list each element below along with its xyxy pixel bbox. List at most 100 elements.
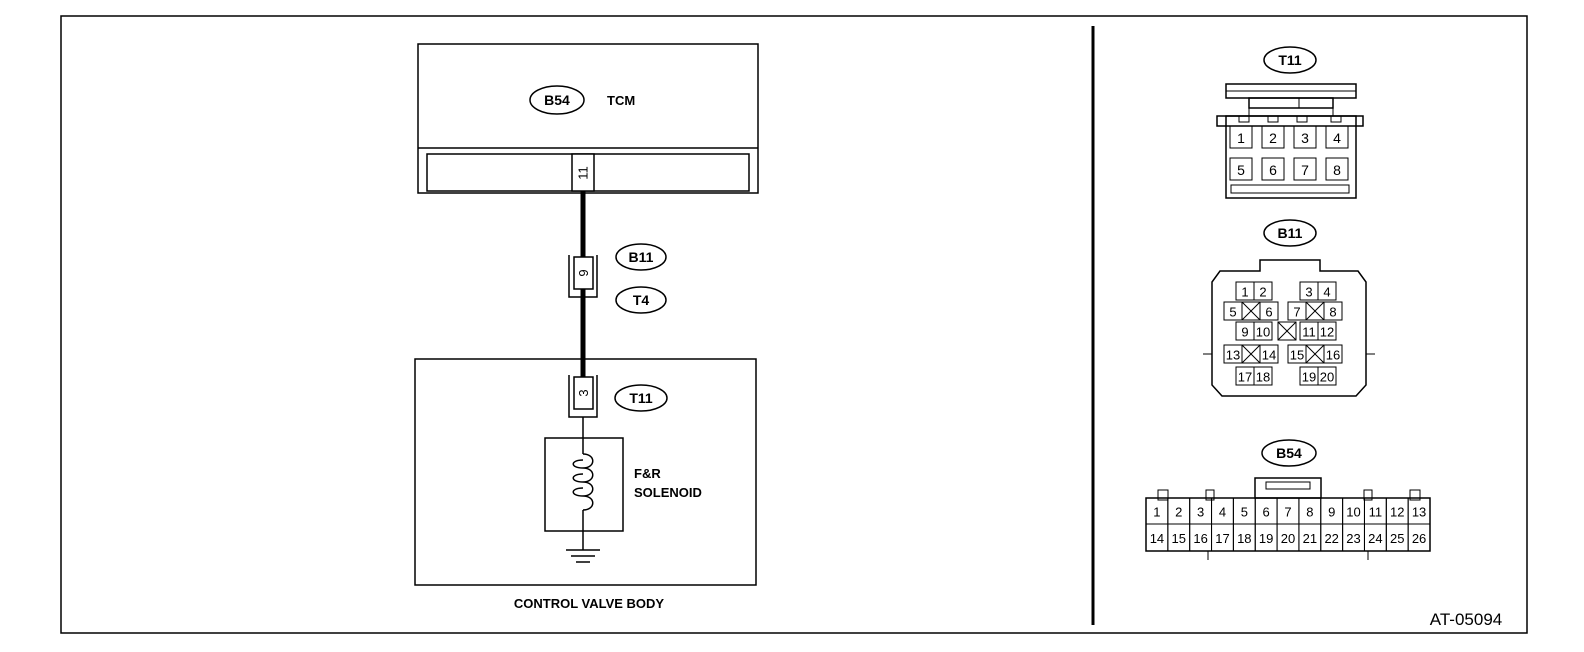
b11-pin: 16 <box>1323 344 1343 364</box>
svg-text:6: 6 <box>1269 162 1277 178</box>
svg-text:9: 9 <box>1328 505 1335 520</box>
b54-pin: 13 <box>1407 497 1431 525</box>
svg-text:20: 20 <box>1281 531 1295 546</box>
tcm-module: 11 B54 TCM <box>417 43 759 194</box>
b54-pin: 19 <box>1254 523 1278 552</box>
b54-pin: 3 <box>1189 497 1213 525</box>
b54-pin: 22 <box>1320 523 1344 552</box>
tcm-connector-label: B54 <box>544 92 570 108</box>
svg-text:8: 8 <box>1333 162 1341 178</box>
t11-pin: 3 <box>1293 125 1317 149</box>
svg-text:22: 22 <box>1324 531 1338 546</box>
svg-text:23: 23 <box>1346 531 1360 546</box>
svg-text:25: 25 <box>1390 531 1404 546</box>
svg-text:1: 1 <box>1241 285 1248 300</box>
svg-text:13: 13 <box>1226 348 1240 363</box>
tcm-pin-label: 11 <box>576 166 591 180</box>
svg-text:11: 11 <box>1369 505 1383 520</box>
svg-text:21: 21 <box>1303 531 1317 546</box>
b54-pin: 20 <box>1276 523 1300 552</box>
b54-pin: 23 <box>1342 523 1365 552</box>
b54-pin: 9 <box>1320 497 1344 525</box>
b11-pin: 18 <box>1253 366 1273 386</box>
b54-pin: 14 <box>1145 523 1169 552</box>
b54-pin: 17 <box>1211 523 1234 552</box>
b11-pin: 20 <box>1317 366 1337 386</box>
svg-text:14: 14 <box>1262 348 1276 363</box>
svg-text:7: 7 <box>1284 505 1291 520</box>
solenoid-label-line1: F&R <box>634 466 661 481</box>
blank-cavity <box>1241 301 1261 321</box>
t11-pin: 1 <box>1229 125 1253 149</box>
svg-text:26: 26 <box>1412 531 1426 546</box>
svg-text:4: 4 <box>1219 505 1226 520</box>
svg-text:8: 8 <box>1329 305 1336 320</box>
b54-pin: 12 <box>1385 497 1409 525</box>
b54-pin: 8 <box>1298 497 1322 525</box>
t11-pin: 7 <box>1293 157 1317 181</box>
t11-pin: 4 <box>1325 125 1349 149</box>
b11-pin: 9 <box>1235 321 1255 341</box>
b11-pin: 2 <box>1253 281 1273 301</box>
t11-pin: 2 <box>1261 125 1285 149</box>
b54-pin: 24 <box>1363 523 1387 552</box>
b54-pin: 26 <box>1407 523 1431 552</box>
b11-pin: 15 <box>1287 344 1307 364</box>
b11-pin: 1 <box>1235 281 1255 301</box>
svg-text:2: 2 <box>1175 505 1182 520</box>
svg-text:16: 16 <box>1326 348 1340 363</box>
svg-text:15: 15 <box>1290 348 1304 363</box>
svg-text:18: 18 <box>1237 531 1251 546</box>
blank-cavity <box>1305 301 1325 321</box>
b11-pin: 11 <box>1299 321 1319 341</box>
b11-pin: 4 <box>1317 281 1337 301</box>
t11-pin: 8 <box>1325 157 1349 181</box>
valve-pin-label: 3 <box>576 389 591 396</box>
figure-id: AT-05094 <box>1430 610 1502 629</box>
svg-text:7: 7 <box>1293 305 1300 320</box>
valve-connector-label: T11 <box>629 390 653 406</box>
b11-pin: 10 <box>1253 321 1273 341</box>
b54-pin: 11 <box>1363 497 1387 525</box>
harness-pin-label: 9 <box>576 269 591 276</box>
valve-body-caption: CONTROL VALVE BODY <box>514 596 665 611</box>
figure-frame <box>60 15 1528 634</box>
svg-text:2: 2 <box>1269 130 1277 146</box>
svg-text:10: 10 <box>1256 325 1270 340</box>
b54-pin: 10 <box>1342 497 1365 525</box>
b54-pin: 4 <box>1211 497 1234 525</box>
b54-pin: 16 <box>1189 523 1213 552</box>
b11-pin: 5 <box>1223 301 1243 321</box>
svg-text:16: 16 <box>1193 531 1207 546</box>
b54-pin: 1 <box>1145 497 1169 525</box>
b11-pin: 14 <box>1259 344 1279 364</box>
solenoid-coil-icon <box>572 453 594 511</box>
svg-text:7: 7 <box>1301 162 1309 178</box>
svg-text:5: 5 <box>1241 505 1248 520</box>
tcm-connector-oval <box>529 85 585 115</box>
svg-text:20: 20 <box>1320 370 1334 385</box>
b11-pin: 6 <box>1259 301 1279 321</box>
svg-text:12: 12 <box>1320 325 1334 340</box>
svg-text:12: 12 <box>1390 505 1404 520</box>
svg-text:4: 4 <box>1323 285 1330 300</box>
svg-text:11: 11 <box>1302 325 1316 340</box>
svg-text:10: 10 <box>1346 505 1360 520</box>
t11-title: T11 <box>1278 52 1302 68</box>
b54-pin: 25 <box>1385 523 1409 552</box>
b11-pin: 7 <box>1287 301 1307 321</box>
blank-cavity <box>1305 344 1325 364</box>
svg-text:4: 4 <box>1333 130 1341 146</box>
b11-title: B11 <box>1278 225 1303 241</box>
svg-text:6: 6 <box>1265 305 1272 320</box>
harness-upper-label: B11 <box>629 249 654 265</box>
b54-pin: 21 <box>1298 523 1322 552</box>
b11-pin: 3 <box>1299 281 1319 301</box>
solenoid-label-line2: SOLENOID <box>634 485 702 500</box>
solenoid-box <box>544 437 624 532</box>
b11-pin: 17 <box>1235 366 1255 386</box>
